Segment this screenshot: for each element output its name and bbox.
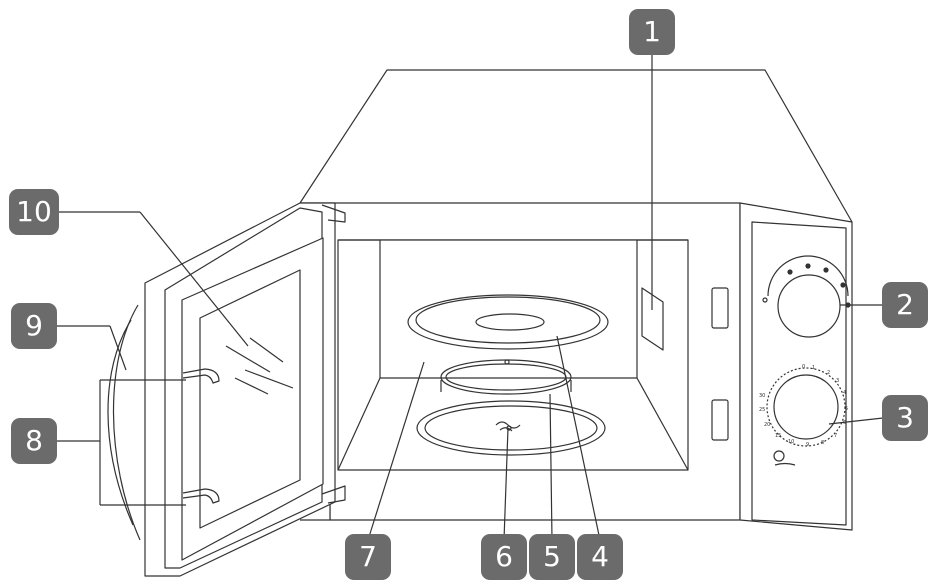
timer-tick-20: 20 (764, 422, 770, 428)
mica-cover (641, 287, 664, 351)
timer-scale: 0 1 2 3 4 5 6 7 8 9 10 15 20 25 30 (759, 364, 848, 448)
glass-tray (407, 294, 609, 350)
door (107, 202, 336, 577)
timer-tick-9: 9 (806, 442, 809, 448)
timer-tick-4: 4 (843, 390, 846, 396)
door-hooks (182, 368, 220, 504)
timer-tick-7: 7 (834, 433, 837, 439)
timer-tick-0: 0 (802, 364, 805, 370)
callout-2: 2 (882, 282, 928, 328)
callout-5: 5 (529, 534, 575, 580)
callout-8: 8 (11, 418, 57, 464)
timer-tick-10: 10 (788, 439, 794, 445)
timer-tick-6: 6 (843, 420, 846, 426)
timer-tick-30: 30 (759, 393, 765, 399)
leader-lines (57, 55, 884, 541)
timer-tick-1: 1 (812, 365, 815, 371)
timer-tick-2: 2 (827, 370, 830, 376)
latch-hole-lower (711, 399, 729, 441)
timer-knob (766, 367, 846, 466)
timer-tick-25: 25 (759, 407, 765, 413)
callout-3: 3 (882, 395, 928, 441)
oven-cavity (337, 239, 689, 471)
timer-tick-15: 15 (775, 433, 781, 439)
hinge-bottom (321, 485, 346, 504)
roller-ring (440, 359, 572, 395)
latch-hole-upper (711, 287, 729, 329)
callout-6: 6 (481, 534, 527, 580)
control-panel (739, 202, 853, 531)
callout-9: 9 (11, 303, 57, 349)
callout-1: 1 (629, 9, 675, 55)
coupler-area (416, 400, 606, 456)
power-knob (762, 255, 851, 338)
callout-4: 4 (577, 534, 623, 580)
timer-tick-8: 8 (821, 440, 824, 446)
timer-tick-3: 3 (836, 378, 839, 384)
cabinet-top (299, 69, 853, 223)
callout-10: 10 (9, 189, 59, 235)
callout-7: 7 (345, 534, 391, 580)
timer-tick-5: 5 (845, 406, 848, 412)
hinge-top (321, 204, 346, 223)
